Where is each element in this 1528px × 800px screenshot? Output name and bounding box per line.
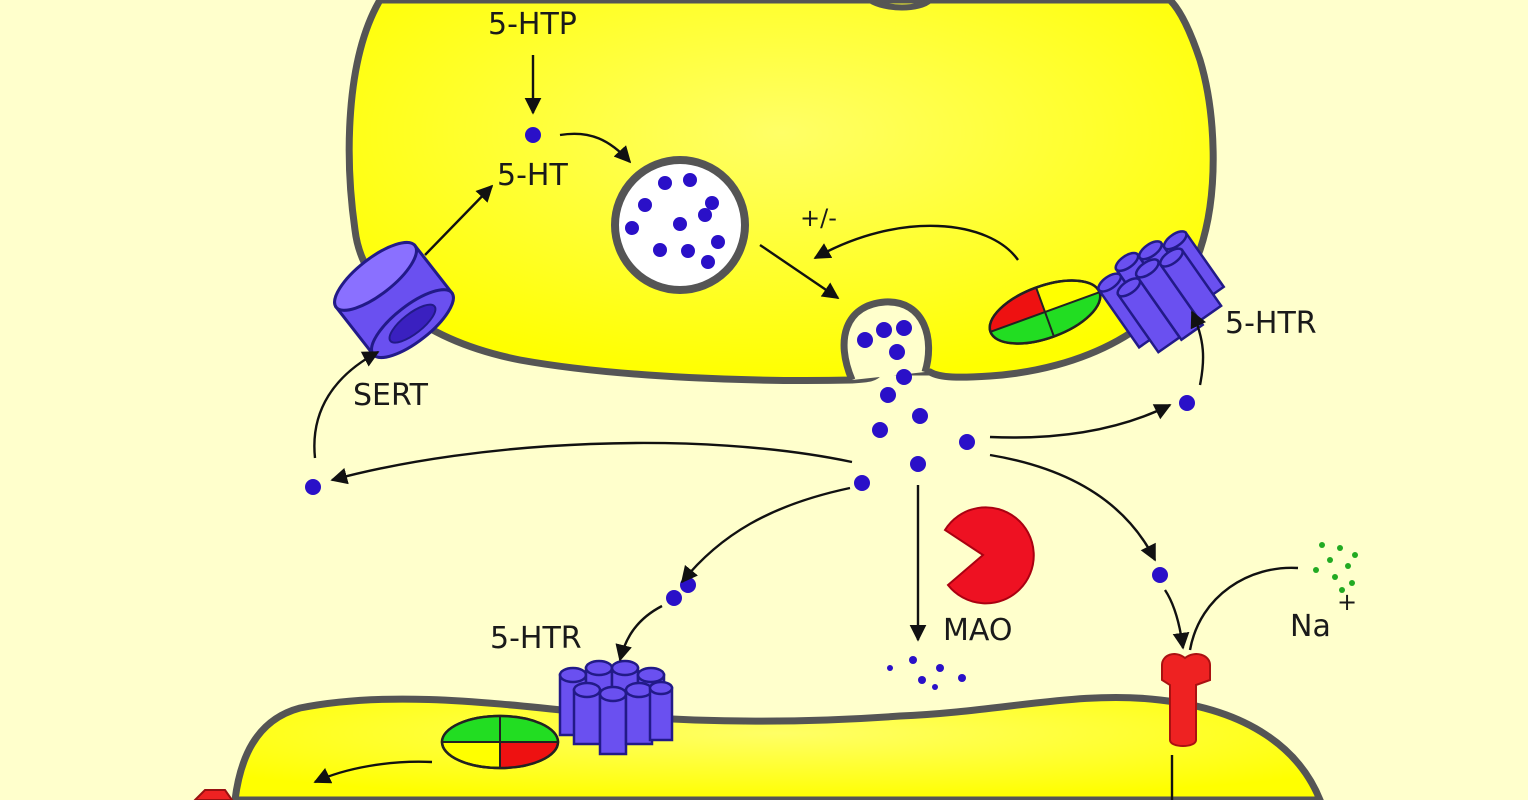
ion-channel-icon <box>1161 653 1211 747</box>
label-feedback: +/- <box>800 204 837 232</box>
label-5htr-bottom: 5-HTR <box>490 621 582 656</box>
effector-icon <box>193 789 234 800</box>
g-protein-icon <box>988 279 1102 345</box>
sodium-ions <box>1313 542 1358 593</box>
postsynaptic-neuron <box>231 693 1324 800</box>
pathway-arrows <box>313 55 1299 800</box>
labels: 5-HTP 5-HT SERT +/- 5-HTR 5-HTR MAO Na + <box>353 7 1357 656</box>
label-na-charge: + <box>1337 588 1357 616</box>
exocytosis-pocket <box>840 298 933 382</box>
label-sert: SERT <box>353 378 429 413</box>
receptor-top-icon <box>1097 230 1226 354</box>
receptor-bottom-icon <box>558 659 674 756</box>
presynaptic-membrane <box>345 0 1217 384</box>
label-5ht: 5-HT <box>497 158 568 193</box>
synaptic-vesicle <box>611 156 749 294</box>
postsynaptic-membrane <box>231 693 1324 800</box>
g-protein-bottom-icon <box>440 714 560 770</box>
mao-icon <box>943 506 1035 605</box>
sert-icon <box>333 240 455 360</box>
mao-metabolites <box>887 656 966 690</box>
label-mao: MAO <box>943 613 1013 648</box>
serotonin-molecules <box>305 127 1195 606</box>
label-na: Na <box>1290 609 1331 644</box>
label-5htp: 5-HTP <box>488 7 577 42</box>
presynaptic-neuron <box>345 0 1217 384</box>
nucleus-edge <box>868 0 933 11</box>
label-5htr-top: 5-HTR <box>1225 306 1317 341</box>
